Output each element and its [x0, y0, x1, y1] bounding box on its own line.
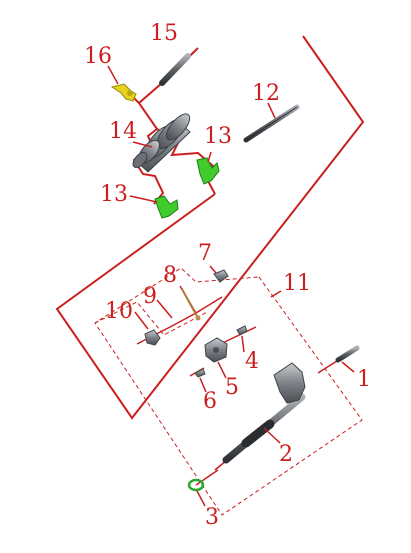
- tick-4: [241, 335, 245, 353]
- callout-11: 11: [283, 271, 311, 296]
- part-15-rod: [159, 47, 199, 86]
- part-10-lever: [144, 329, 161, 346]
- callout-1: 1: [357, 367, 371, 392]
- shift-plate: [273, 362, 306, 404]
- callout-16: 16: [84, 44, 112, 69]
- callout-14: 14: [109, 119, 137, 144]
- tick-2: [263, 427, 281, 444]
- tick-1: [341, 361, 355, 373]
- callout-6: 6: [203, 389, 217, 414]
- callout-10: 10: [105, 299, 133, 324]
- tick-13a: [207, 151, 212, 163]
- callout-4: 4: [245, 349, 259, 374]
- tick-13b: [129, 195, 158, 203]
- tick-14: [132, 141, 153, 148]
- part-1-spring-pin: [317, 345, 360, 374]
- part-8-thin-shaft: [181, 288, 201, 321]
- part-5-ratchet: [204, 337, 228, 363]
- callout-8: 8: [163, 263, 177, 288]
- callout-5: 5: [225, 375, 239, 400]
- callout-3: 3: [205, 505, 219, 530]
- subgroup-outline-dashed: [94, 301, 208, 336]
- part-13-shift-fork-lower: [154, 195, 179, 219]
- part-6-screw: [194, 368, 206, 378]
- group-outline-solid: [55, 35, 365, 420]
- leader-15-stem: [138, 82, 163, 104]
- callout-13-lower: 13: [100, 182, 128, 207]
- part-4-bolt: [236, 325, 248, 336]
- callout-12: 12: [252, 81, 280, 106]
- tick-6: [199, 377, 207, 393]
- part-3-o-ring: [187, 469, 219, 492]
- tick-16: [107, 65, 119, 85]
- tick-9: [156, 299, 173, 319]
- tick-5: [217, 361, 227, 379]
- part-16-shift-arm: [110, 83, 137, 102]
- part-14-shift-drum: [132, 113, 191, 173]
- part-7-pin: [213, 269, 229, 283]
- callout-13-upper: 13: [204, 124, 232, 149]
- callout-15: 15: [150, 21, 178, 46]
- tick-3: [196, 490, 206, 507]
- callout-2: 2: [279, 442, 293, 467]
- callout-7: 7: [198, 241, 212, 266]
- callout-9: 9: [143, 284, 157, 309]
- tick-12: [267, 102, 276, 119]
- tick-11: [270, 290, 282, 298]
- tick-10: [134, 311, 149, 330]
- part-12-fork-shaft: [243, 104, 300, 143]
